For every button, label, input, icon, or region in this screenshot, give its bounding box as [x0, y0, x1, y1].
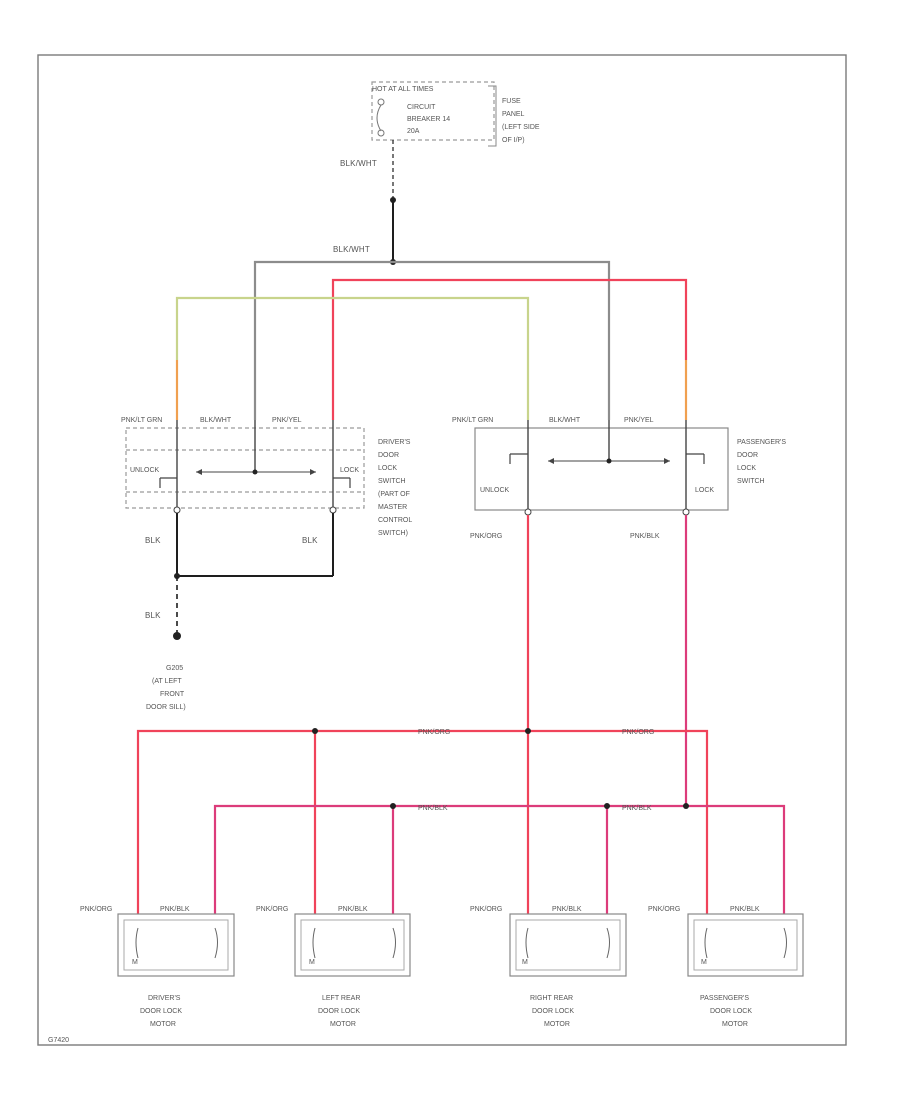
wire-label-pnk-lt-grn-left: PNK/LT GRN	[121, 417, 162, 424]
motor-4-m: M	[701, 959, 707, 966]
motor-left-rear: PNK/ORG PNK/BLK M LEFT REAR DOOR LOCK MO…	[256, 906, 411, 1028]
passengers-door-lock-switch: PNK/LT GRN BLK/WHT PNK/YEL UNLOCK LOCK P…	[452, 417, 786, 516]
motor-3-m: M	[522, 959, 528, 966]
fuse-panel-line-2: PANEL	[502, 111, 525, 118]
passengers-switch-lock-label: LOCK	[695, 487, 714, 494]
motor-2-org-label: PNK/ORG	[256, 906, 288, 913]
drivers-switch-label-3: LOCK	[378, 465, 397, 472]
passengers-switch-label-3: LOCK	[737, 465, 756, 472]
motor-3-blk-label: PNK/BLK	[552, 906, 582, 913]
fuse-panel-line-1: FUSE	[502, 98, 521, 105]
motor-3-label-2: DOOR LOCK	[532, 1008, 574, 1015]
motor-1-org-label: PNK/ORG	[80, 906, 112, 913]
passengers-switch-label-4: SWITCH	[737, 478, 765, 485]
wire-label-pnk-yel-right: PNK/YEL	[624, 417, 654, 424]
wire-label-pnk-lt-grn-right: PNK/LT GRN	[452, 417, 493, 424]
passengers-switch-label-1: PASSENGER'S	[737, 439, 786, 446]
wire-label-blk-wht-left: BLK/WHT	[200, 417, 232, 424]
motor-4-label-3: MOTOR	[722, 1021, 748, 1028]
motor-1-label-3: MOTOR	[150, 1021, 176, 1028]
motor-3-org-label: PNK/ORG	[470, 906, 502, 913]
hot-at-all-times-label: HOT AT ALL TIMES	[372, 86, 434, 93]
power-source: HOT AT ALL TIMES CIRCUIT BREAKER 14 20A …	[371, 81, 540, 147]
motor-2-blk-label: PNK/BLK	[338, 906, 368, 913]
passengers-switch-label-2: DOOR	[737, 452, 758, 459]
passengers-switch-unlock-label: UNLOCK	[480, 487, 510, 494]
wire-label-pnk-blk-bus-1: PNK/BLK	[418, 805, 448, 812]
drivers-switch-label-7: CONTROL	[378, 517, 412, 524]
drivers-switch-label-2: DOOR	[378, 452, 399, 459]
drivers-switch-label-4: SWITCH	[378, 478, 406, 485]
figure-code: G7420	[48, 1037, 69, 1044]
wire-label-pnk-org-bus-2: PNK/ORG	[622, 729, 654, 736]
motor-2-m: M	[309, 959, 315, 966]
drivers-switch-unlock-label: UNLOCK	[130, 467, 160, 474]
drivers-switch-label-1: DRIVER'S	[378, 439, 411, 446]
wire-label-pnk-blk-bus-2: PNK/BLK	[622, 805, 652, 812]
ground-label-4: DOOR SILL)	[146, 704, 186, 711]
motor-4-label-1: PASSENGER'S	[700, 995, 749, 1002]
motor-passengers: PNK/ORG PNK/BLK M PASSENGER'S DOOR LOCK …	[648, 906, 804, 1028]
ground-label-2: (AT LEFT	[152, 678, 182, 685]
motor-2-label-1: LEFT REAR	[322, 995, 360, 1002]
wire-label-blk-wht-right: BLK/WHT	[549, 417, 581, 424]
motor-4-blk-label: PNK/BLK	[730, 906, 760, 913]
ground-label-1: G205	[166, 665, 183, 672]
wire-label-blk-left-1: BLK	[145, 536, 161, 545]
wire-label-blk-wht-2: BLK/WHT	[333, 245, 370, 254]
motor-2-label-3: MOTOR	[330, 1021, 356, 1028]
motor-3-label-1: RIGHT REAR	[530, 995, 573, 1002]
motor-4-label-2: DOOR LOCK	[710, 1008, 752, 1015]
wire-label-blk-ground: BLK	[145, 611, 161, 620]
drivers-switch-label-8: SWITCH)	[378, 530, 408, 537]
motor-3-label-3: MOTOR	[544, 1021, 570, 1028]
breaker-line-2: BREAKER 14	[407, 116, 450, 123]
motor-1-label-1: DRIVER'S	[148, 995, 181, 1002]
wire-label-pnk-yel-left: PNK/YEL	[272, 417, 302, 424]
diagram-frame	[37, 54, 847, 1046]
motor-4-org-label: PNK/ORG	[648, 906, 680, 913]
wire-label-blk-wht-1: BLK/WHT	[340, 159, 377, 168]
wire-label-pnk-org-bus-1: PNK/ORG	[418, 729, 450, 736]
drivers-switch-label-6: MASTER	[378, 504, 407, 511]
fuse-panel-line-3: (LEFT SIDE	[502, 124, 540, 131]
motor-1-label-2: DOOR LOCK	[140, 1008, 182, 1015]
motor-2-label-2: DOOR LOCK	[318, 1008, 360, 1015]
ground-point	[173, 632, 181, 640]
wire-label-pnk-blk-switch: PNK/BLK	[630, 533, 660, 540]
motor-1-m: M	[132, 959, 138, 966]
motor-1-blk-label: PNK/BLK	[160, 906, 190, 913]
wire-label-pnk-org-switch: PNK/ORG	[470, 533, 502, 540]
wire-label-blk-left-2: BLK	[302, 536, 318, 545]
drivers-switch-lock-label: LOCK	[340, 467, 359, 474]
drivers-door-lock-switch: PNK/LT GRN BLK/WHT PNK/YEL UNLOCK LOCK D…	[121, 417, 412, 537]
motor-drivers: PNK/ORG PNK/BLK M DRIVER'S DOOR LOCK MOT…	[80, 906, 235, 1028]
fuse-panel-line-4: OF I/P)	[502, 137, 525, 144]
drivers-switch-label-5: (PART OF	[378, 491, 410, 498]
motor-right-rear: PNK/ORG PNK/BLK M RIGHT REAR DOOR LOCK M…	[470, 906, 627, 1028]
breaker-line-3: 20A	[407, 128, 420, 135]
ground-label-3: FRONT	[160, 691, 185, 698]
breaker-line-1: CIRCUIT	[407, 104, 436, 111]
